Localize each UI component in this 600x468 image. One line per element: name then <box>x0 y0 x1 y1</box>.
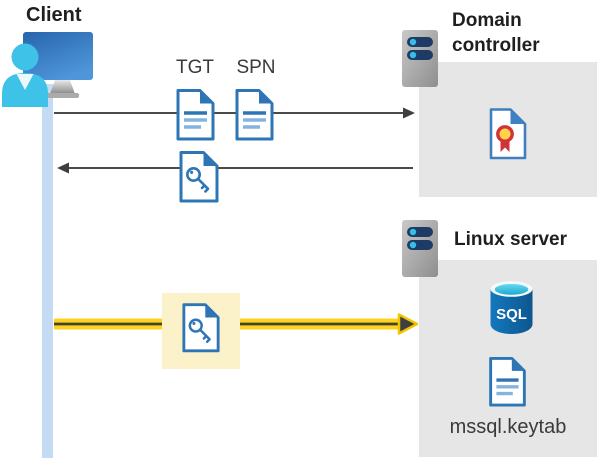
domain-controller-server-icon <box>402 30 438 87</box>
keytab-document-icon <box>489 356 526 407</box>
response-arrow <box>57 162 413 174</box>
client-computer-icon <box>2 32 93 107</box>
certificate-icon <box>489 108 527 160</box>
sql-label: SQL <box>496 306 527 323</box>
spn-label: SPN <box>236 57 276 78</box>
client-label: Client <box>26 4 82 26</box>
domain-controller-label: Domain controller <box>452 10 540 56</box>
spn-document-icon <box>235 89 274 141</box>
client-lifeline <box>42 84 53 458</box>
key-ticket-document-icon <box>179 151 219 203</box>
tgt-document-icon <box>176 89 215 141</box>
keytab-file-label: mssql.keytab <box>449 416 567 438</box>
linux-server-label: Linux server <box>454 229 567 250</box>
request-arrow <box>54 107 415 119</box>
sql-database-icon: SQL <box>490 281 533 334</box>
key-ticket-document-icon <box>182 303 220 353</box>
user-icon <box>11 43 39 71</box>
linux-server-icon <box>402 220 438 277</box>
tgt-label: TGT <box>176 57 214 78</box>
